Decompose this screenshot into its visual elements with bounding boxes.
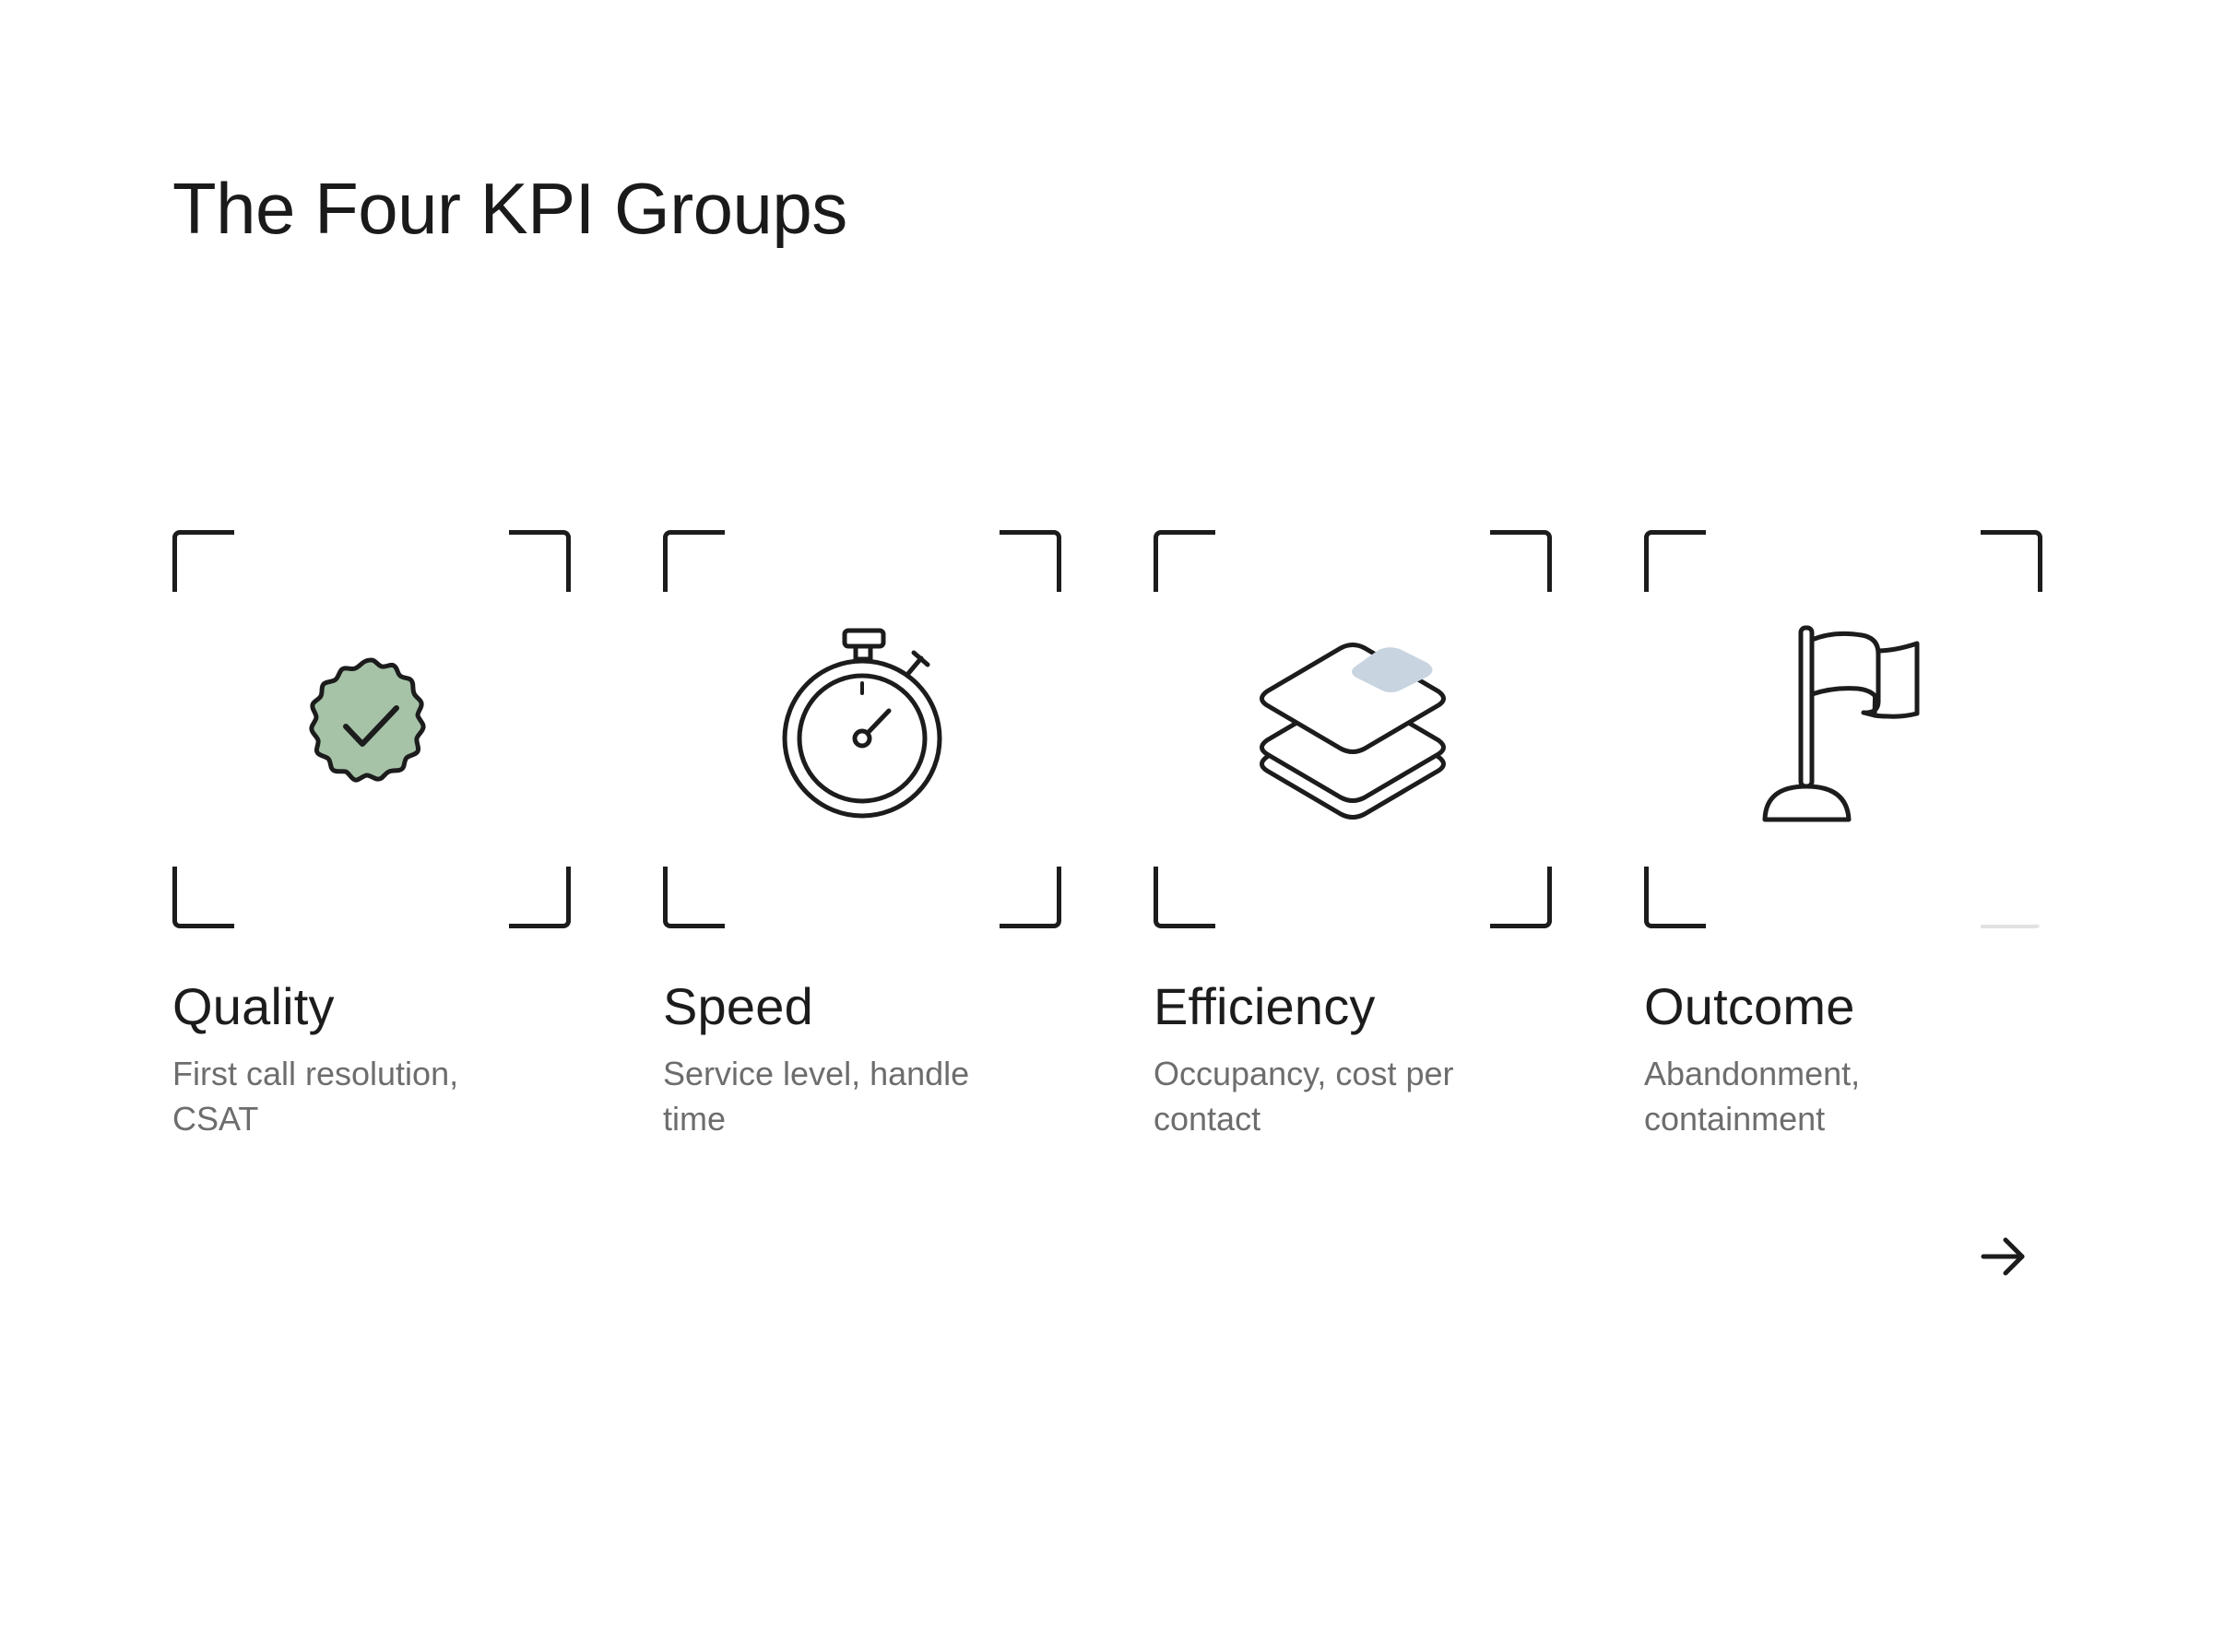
frame-corner [663, 867, 725, 928]
card-title: Outcome [1644, 977, 1855, 1035]
frame-corner [509, 867, 571, 928]
icon-frame [172, 530, 571, 928]
verified-badge-icon [261, 619, 482, 840]
frame-corner [1000, 867, 1061, 928]
kpi-card-quality: Quality First call resolution, CSAT [172, 530, 571, 1175]
card-title: Quality [172, 977, 335, 1035]
frame-corner [1981, 530, 2042, 592]
card-description: Occupancy, cost per contact [1154, 1055, 1454, 1138]
flag-icon [1733, 619, 1954, 840]
next-button[interactable] [1976, 1229, 2031, 1284]
frame-corner [1000, 530, 1061, 592]
frame-corner [1981, 867, 2042, 928]
icon-frame [663, 530, 1061, 928]
arrow-right-icon [1981, 1237, 2025, 1276]
icon-frame [1154, 530, 1552, 928]
kpi-card-speed: Speed Service level, handle time [663, 530, 1061, 1175]
frame-corner [1644, 867, 1706, 928]
stacked-layers-icon [1242, 619, 1463, 840]
page-title: The Four KPI Groups [172, 168, 847, 249]
frame-corner [1154, 530, 1215, 592]
frame-corner [1644, 530, 1706, 592]
frame-corner [172, 867, 234, 928]
card-title: Efficiency [1154, 977, 1376, 1035]
card-description: Abandonment, containment [1644, 1055, 1861, 1138]
frame-corner [509, 530, 571, 592]
kpi-card-list: Quality First call resolution, CSAT [172, 530, 2044, 1175]
frame-corner [663, 530, 725, 592]
kpi-card-efficiency: Efficiency Occupancy, cost per contact [1154, 530, 1552, 1175]
frame-corner [1490, 867, 1552, 928]
card-description: First call resolution, CSAT [172, 1055, 459, 1138]
frame-corner [1154, 867, 1215, 928]
card-description: Service level, handle time [663, 1055, 970, 1138]
stopwatch-icon [751, 619, 973, 840]
frame-corner [172, 530, 234, 592]
icon-frame [1644, 530, 2042, 928]
frame-corner [1490, 530, 1552, 592]
card-title: Speed [663, 977, 813, 1035]
kpi-card-outcome: Outcome Abandonment, containment [1644, 530, 2042, 1175]
